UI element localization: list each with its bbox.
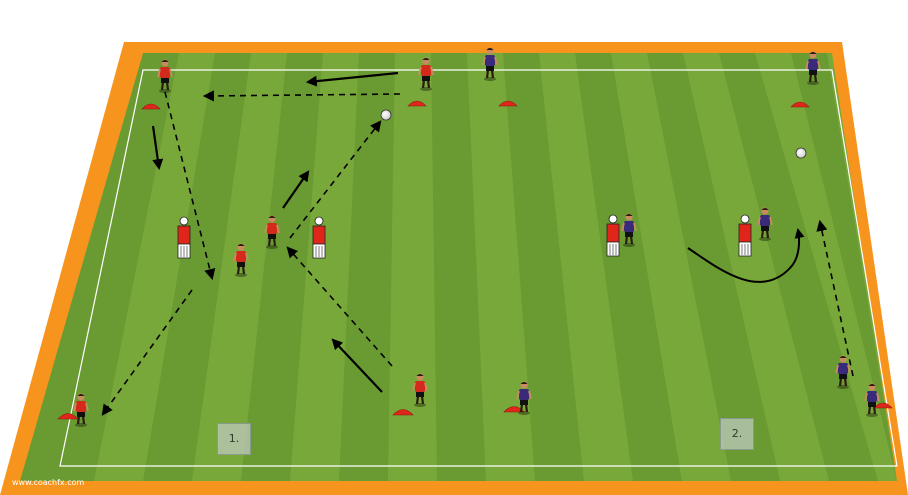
pass-arrow <box>101 289 193 416</box>
player-red <box>264 215 280 249</box>
cone <box>407 100 427 107</box>
dribble-arrow <box>687 228 805 283</box>
player-purple <box>757 207 773 241</box>
pass-arrow <box>816 219 854 377</box>
player-purple <box>805 51 821 85</box>
ball <box>795 147 807 159</box>
player-red <box>412 373 428 407</box>
cone <box>392 409 414 416</box>
player-red <box>157 59 173 93</box>
mannequin <box>738 214 752 257</box>
player-purple <box>621 213 637 247</box>
players <box>73 47 880 427</box>
grass-stripes <box>20 53 897 481</box>
cone <box>790 101 810 108</box>
pitch-boundary-line <box>59 69 898 467</box>
cone <box>503 406 525 413</box>
mannequin <box>177 216 191 259</box>
pass-arrow <box>164 91 216 281</box>
mannequin <box>312 216 326 259</box>
run-arrows <box>151 71 399 393</box>
cone <box>498 100 518 107</box>
zone-label-1: 1. <box>217 423 251 455</box>
ball <box>380 109 392 121</box>
player-red <box>73 393 89 427</box>
run-arrow <box>331 338 383 393</box>
pass-arrow <box>289 120 382 239</box>
player-purple <box>835 355 851 389</box>
watermark-text: www.coachfx.com <box>12 478 85 487</box>
player-purple <box>516 381 532 415</box>
player-red <box>418 57 434 91</box>
player-red <box>233 243 249 277</box>
run-arrow <box>151 125 164 171</box>
run-arrow <box>305 71 399 87</box>
mannequin <box>606 214 620 257</box>
run-arrow <box>282 170 310 209</box>
pass-arrow <box>286 246 393 367</box>
cone <box>141 103 161 110</box>
pass-arrows <box>101 90 854 416</box>
player-purple <box>864 383 880 417</box>
player-purple <box>482 47 498 81</box>
zone-label-2: 2. <box>720 418 754 450</box>
